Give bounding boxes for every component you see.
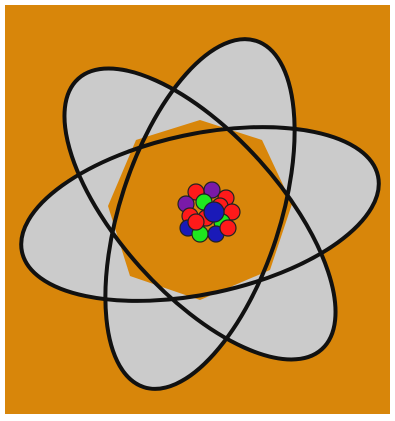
- proton-ball: [188, 214, 204, 230]
- proton-ball: [220, 220, 236, 236]
- neutron-ball: [204, 202, 224, 222]
